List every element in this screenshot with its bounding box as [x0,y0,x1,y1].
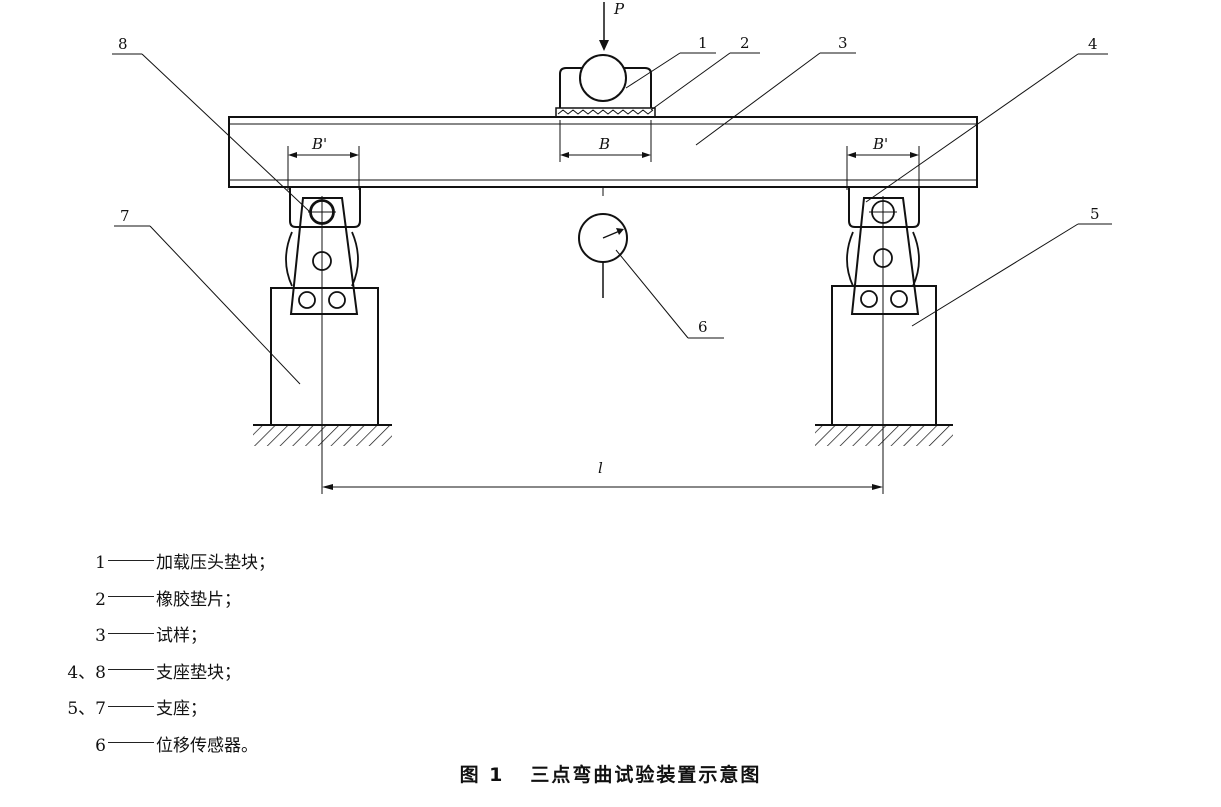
legend-num: 1 [95,553,106,573]
legend-item: 3 试样； [62,618,275,655]
callout-7: 7 [114,207,301,385]
figure-title: 三点弯曲试验装置示意图 [530,764,762,786]
svg-text:1: 1 [698,34,708,52]
svg-text:2: 2 [740,34,750,52]
legend-text: 试样； [156,626,207,646]
right-support-width-label: B' [872,135,888,153]
displacement-transducer [578,213,628,298]
legend-text: 支座垫块； [156,662,241,683]
three-point-bending-diagram: P B [112,0,1112,494]
legend-text: 支座； [156,699,207,719]
right-support-base [815,285,953,446]
rubber-pad [555,107,656,118]
support-centre-lines [321,187,884,494]
callout-2: 2 [650,34,760,111]
pad-width-label: B [598,135,610,153]
callout-1: 1 [625,34,716,89]
svg-text:8: 8 [118,35,128,53]
legend-item: 6 位移传感器。 [62,728,275,765]
callout-6: 6 [615,249,724,339]
legend-num: 3 [95,626,106,646]
svg-text:4: 4 [1088,35,1098,53]
legend-num: 4、8 [67,662,106,683]
legend-item: 2 橡胶垫片； [62,582,275,619]
legend-text: 位移传感器。 [156,735,258,756]
loading-head-block [559,54,652,108]
pad-width-dimension [559,120,652,162]
right-support-pad-block [848,187,920,228]
legend-item: 4、8 支座垫块； [62,655,275,692]
left-support-width-dimension [287,146,360,190]
legend-num: 2 [95,589,106,610]
legend-text: 加载压头垫块； [156,553,275,573]
svg-text:3: 3 [838,34,848,52]
callout-3: 3 [695,34,856,146]
load-label: P [613,0,625,18]
span-dimension [322,484,883,490]
legend-item: 5、7 支座； [62,691,275,728]
svg-text:6: 6 [698,318,708,336]
span-label: l [598,459,603,477]
right-support-width-dimension [846,146,920,190]
load-arrow [599,2,609,51]
callout-8: 8 [112,35,311,213]
callout-5: 5 [911,205,1112,327]
figure-caption: 图 1 三点弯曲试验装置示意图 [0,760,1221,787]
legend-text: 橡胶垫片； [156,589,241,610]
legend-item: 1 加载压头垫块； [62,545,275,582]
legend-num: 5、7 [67,699,106,719]
svg-text:5: 5 [1090,205,1100,223]
callout-4: 4 [865,35,1108,203]
legend-num: 6 [95,735,106,756]
svg-text:7: 7 [120,207,130,225]
figure-number: 图 1 [459,764,505,786]
legend-list: 1 加载压头垫块； 2 橡胶垫片； 3 试样； 4、8 支座垫块； 5、7 支座； 6 位移… [62,545,275,764]
left-support-width-label: B' [311,135,327,153]
